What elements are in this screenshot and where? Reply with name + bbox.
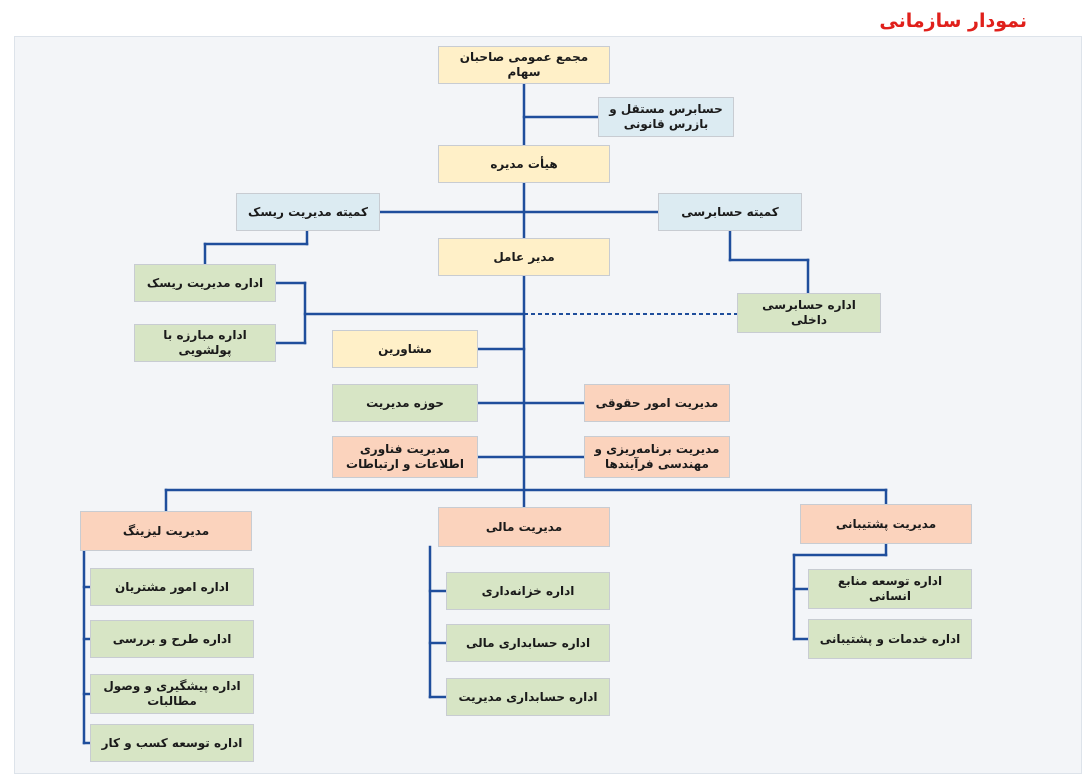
node-label: اداره طرح و بررسی [112,631,232,646]
node-label: اداره حسابرسی داخلی [762,298,856,327]
node-treasury: اداره خزانه‌داری [446,572,610,610]
node-label: اداره خزانه‌داری [481,583,575,598]
node-label: مدیریت برنامه‌ریزی و مهندسی فرآیندها [594,442,720,471]
node-label: اداره حسابداری مالی [465,635,591,650]
node-label: مدیر عامل [493,249,555,264]
node-label: اداره حسابداری مدیریت [458,689,598,704]
node-label: مدیریت مالی [485,519,563,534]
node-management-office: حوزه مدیریت [332,384,478,422]
node-label: حسابرس مستقل و بازرس قانونی [609,102,723,131]
node-label: اداره خدمات و پشتیبانی [819,631,961,646]
node-advisors: مشاورین [332,330,478,368]
node-planning: مدیریت برنامه‌ریزی و مهندسی فرآیندها [584,436,730,478]
node-label: مجمع عمومی صاحبان سهام [459,50,589,79]
node-label: اداره مبارزه با پولشویی [163,328,247,357]
page-title: نمودار سازمانی [879,10,1027,32]
node-finance: مدیریت مالی [438,507,610,547]
node-legal: مدیریت امور حقوقی [584,384,730,422]
node-label: اداره توسعه منابع انسانی [837,574,943,603]
node-label: مدیریت امور حقوقی [595,395,719,410]
node-label: هیأت مدیره [490,156,558,171]
node-label: حوزه مدیریت [366,395,444,410]
node-risk-office: اداره مدیریت ریسک [134,264,276,302]
node-board: هیأت مدیره [438,145,610,183]
node-label: اداره مدیریت ریسک [146,275,264,290]
node-label: اداره پیشگیری و وصول مطالبات [103,679,241,708]
node-label: مدیریت لیزینگ [122,523,210,538]
node-label: اداره امور مشتریان [115,579,229,594]
node-ceo: مدیر عامل [438,238,610,276]
node-it: مدیریت فناوری اطلاعات و ارتباطات [332,436,478,478]
node-internal-audit: اداره حسابرسی داخلی [737,293,881,333]
node-financial-accounting: اداره حسابداری مالی [446,624,610,662]
node-label: کمیته حسابرسی [681,204,779,219]
node-support: مدیریت پشتیبانی [800,504,972,544]
node-label: مشاورین [378,341,432,356]
node-services-support: اداره خدمات و پشتیبانی [808,619,972,659]
node-aml-office: اداره مبارزه با پولشویی [134,324,276,362]
node-label: مدیریت پشتیبانی [835,516,937,531]
node-risk-committee: کمیته مدیریت ریسک [236,193,380,231]
node-general-assembly: مجمع عمومی صاحبان سهام [438,46,610,84]
node-collections: اداره پیشگیری و وصول مطالبات [90,674,254,714]
node-label: کمیته مدیریت ریسک [248,204,368,219]
node-leasing: مدیریت لیزینگ [80,511,252,551]
node-auditor: حسابرس مستقل و بازرس قانونی [598,97,734,137]
node-audit-committee: کمیته حسابرسی [658,193,802,231]
node-business-dev: اداره توسعه کسب و کار [90,724,254,762]
node-design-review: اداره طرح و بررسی [90,620,254,658]
node-customers: اداره امور مشتریان [90,568,254,606]
node-management-accounting: اداره حسابداری مدیریت [446,678,610,716]
node-label: اداره توسعه کسب و کار [101,735,243,750]
node-hr-dev: اداره توسعه منابع انسانی [808,569,972,609]
node-label: مدیریت فناوری اطلاعات و ارتباطات [346,442,464,471]
